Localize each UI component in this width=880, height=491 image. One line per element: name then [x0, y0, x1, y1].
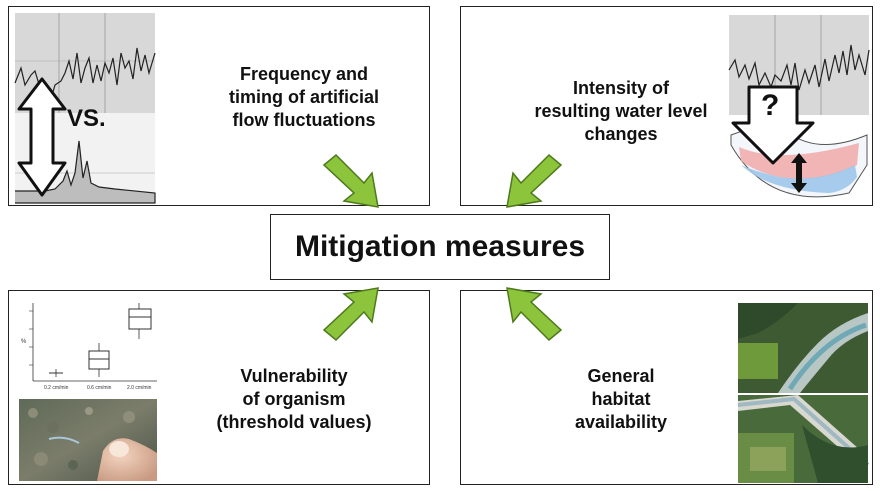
- question-mark: ?: [761, 89, 780, 122]
- arrow-bottom-right-icon: [506, 287, 563, 342]
- mitigation-measures-title: Mitigation measures: [270, 214, 610, 280]
- panel-frequency-timing: VS. Frequency and timing of artificial f…: [8, 6, 430, 206]
- vs-text: VS.: [67, 105, 106, 132]
- aerial-photo-top: [738, 303, 868, 393]
- frequency-timing-label: Frequency and timing of artificial flow …: [228, 64, 379, 130]
- question-arrow-icon: [731, 85, 815, 165]
- arrow-top-right-icon: [506, 153, 563, 208]
- habitat-label: General habitat availability: [574, 366, 668, 432]
- boxplot-ylabel: %: [21, 339, 27, 345]
- arrow-bottom-left-icon: [322, 287, 379, 342]
- intensity-label: Intensity of resulting water level chang…: [534, 78, 708, 144]
- vulnerability-label: Vulnerability of organism (threshold val…: [216, 366, 372, 432]
- panel-intensity: Intensity of resulting water level chang…: [460, 6, 873, 206]
- boxplot-xlabel-1: 0.2 cm/min: [44, 385, 69, 391]
- double-arrow-icon: [17, 77, 67, 197]
- boxplot-xlabel-2: 0.6 cm/min: [87, 385, 112, 391]
- panel-vulnerability: % 0.2 cm/min 0.6 cm/min 2.0 cm/min Vulne…: [8, 290, 430, 485]
- boxplot-xlabel-3: 2.0 cm/min: [127, 385, 152, 391]
- panel-habitat: General habitat availability: [460, 290, 873, 485]
- aerial-photo-bottom: [737, 395, 870, 483]
- boxplot-chart: [29, 303, 157, 382]
- organism-photo: [19, 399, 157, 481]
- arrow-top-left-icon: [322, 153, 379, 208]
